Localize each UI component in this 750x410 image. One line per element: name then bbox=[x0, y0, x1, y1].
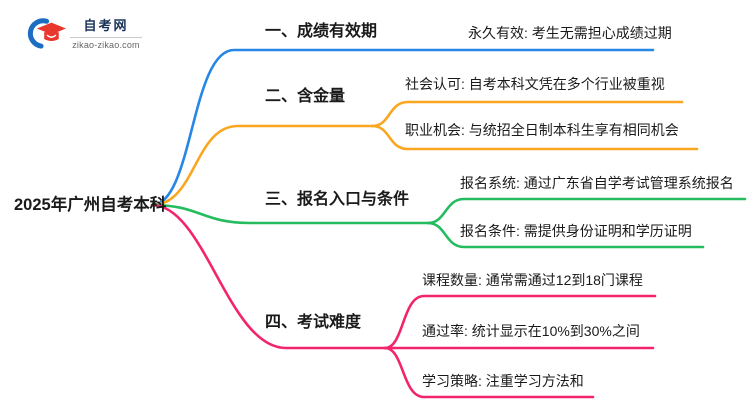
site-logo[interactable]: 自考网 zikao-zikao.com bbox=[26, 14, 142, 54]
logo-crescent bbox=[27, 18, 50, 49]
branch-4-child-2: 通过率: 统计显示在10%到30%之间 bbox=[422, 323, 640, 339]
branch-3-child-1: 报名系统: 通过广东省自学考试管理系统报名 bbox=[460, 175, 734, 191]
branch-4-child-3: 学习策略: 注重学习方法和 bbox=[422, 373, 584, 389]
branch-4-line bbox=[150, 203, 387, 350]
graduation-cap-icon bbox=[27, 18, 66, 49]
branch-4-child-3-line bbox=[383, 346, 595, 399]
root-node: 2025年广州自考本科 bbox=[14, 196, 167, 214]
branch-2-child-2: 职业机会: 与统招全日制本科生享有相同机会 bbox=[405, 122, 679, 138]
branch-1-label: 一、成绩有效期 bbox=[265, 23, 378, 40]
site-url: zikao-zikao.com bbox=[70, 37, 142, 50]
branch-4-child-1: 课程数量: 通常需通过12到18门课程 bbox=[422, 272, 643, 288]
branch-2-label: 二、含金量 bbox=[265, 88, 346, 105]
branch-3-child-2: 报名条件: 需提供身份证明和学历证明 bbox=[460, 223, 692, 239]
logo-cap-smile bbox=[46, 34, 57, 38]
branch-3-child-1-line bbox=[426, 197, 747, 225]
branch-3-line bbox=[150, 203, 430, 225]
site-name: 自考网 bbox=[83, 18, 129, 33]
branch-4-child-1-line bbox=[383, 294, 657, 350]
branch-3-label: 三、报名入口与条件 bbox=[265, 191, 410, 208]
branch-1-line bbox=[150, 48, 655, 207]
logo-text: 自考网 zikao-zikao.com bbox=[70, 14, 142, 50]
branch-4-label: 四、考试难度 bbox=[265, 314, 362, 331]
branch-2-line bbox=[150, 124, 374, 207]
branch-2-child-2-line bbox=[370, 124, 699, 151]
branch-3-child-2-line bbox=[426, 221, 705, 249]
branch-2-child-1-line bbox=[370, 100, 684, 128]
branch-2-child-1: 社会认可: 自考本科文凭在多个行业被重视 bbox=[405, 76, 665, 92]
branch-1-child-1: 永久有效: 考生无需担心成绩过期 bbox=[468, 25, 672, 41]
